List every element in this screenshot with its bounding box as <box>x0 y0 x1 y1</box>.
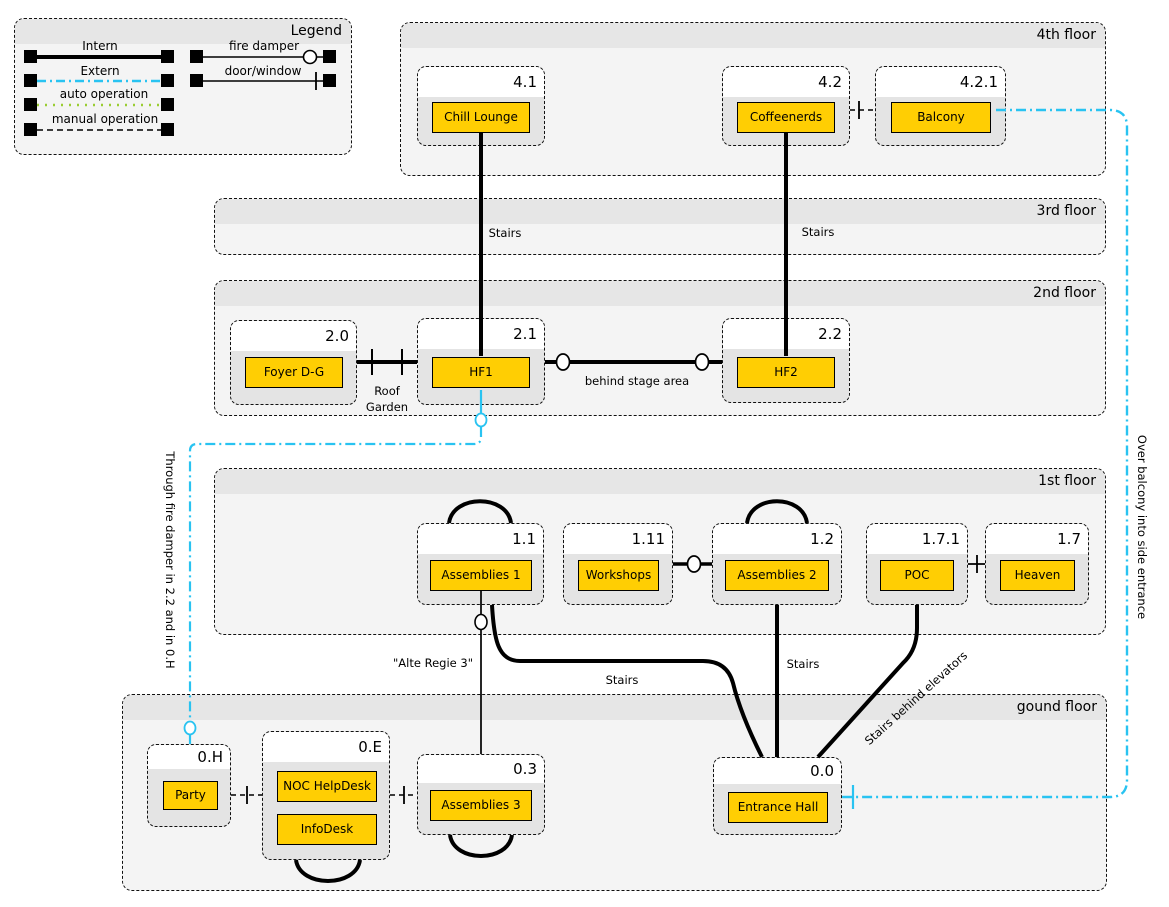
room-0-3: 0.3 Assemblies 3 <box>417 754 545 835</box>
legend-item-doorwindow: door/window <box>224 64 302 78</box>
edge-label-roof-garden: Roof Garden <box>365 384 409 414</box>
legend-title: Legend <box>15 19 351 44</box>
node-heaven: Heaven <box>1000 560 1075 591</box>
room-4-2-number: 4.2 <box>723 67 849 97</box>
node-assemblies-1: Assemblies 1 <box>430 560 532 591</box>
node-party: Party <box>163 781 218 810</box>
edge-label-stairs-4-2: Stairs <box>801 225 835 239</box>
room-1-7-1: 1.7.1 POC <box>866 523 968 605</box>
room-0-h-number: 0.H <box>148 745 230 769</box>
room-2-0: 2.0 Foyer D-G <box>230 320 357 405</box>
legend-item-extern: Extern <box>80 64 120 78</box>
node-chill-lounge: Chill Lounge <box>432 102 530 133</box>
floor-ground-label: gound floor <box>123 695 1106 720</box>
node-hf1: HF1 <box>432 357 530 388</box>
edge-label-through-fire-damper: Through fire damper in 2.2 and in 0.H <box>163 451 177 669</box>
node-noc-helpdesk: NOC HelpDesk <box>277 771 377 802</box>
floor-4-label: 4th floor <box>401 23 1105 48</box>
room-0-e: 0.E NOC HelpDesk InfoDesk <box>262 731 390 860</box>
legend-item-manual: manual operation <box>51 112 159 126</box>
edge-label-stairs-4-1: Stairs <box>488 226 522 240</box>
node-assemblies-3: Assemblies 3 <box>430 790 532 821</box>
room-4-2-1-number: 4.2.1 <box>876 67 1005 97</box>
node-balcony: Balcony <box>891 102 991 133</box>
room-0-3-number: 0.3 <box>418 755 544 783</box>
node-infodesk: InfoDesk <box>277 814 377 845</box>
edge-label-over-balcony: Over balcony into side entrance <box>1135 434 1149 620</box>
legend-item-firedamper: fire damper <box>228 39 300 53</box>
node-workshops: Workshops <box>578 560 659 591</box>
room-4-1: 4.1 Chill Lounge <box>417 66 545 146</box>
room-1-11-number: 1.11 <box>564 524 672 554</box>
room-1-7-number: 1.7 <box>986 524 1088 554</box>
edge-label-stairs-1-1: Stairs <box>605 673 639 687</box>
node-assemblies-2: Assemblies 2 <box>725 560 829 591</box>
floor-3-label: 3rd floor <box>215 199 1105 224</box>
room-0-h: 0.H Party <box>147 744 231 827</box>
room-1-7: 1.7 Heaven <box>985 523 1089 605</box>
room-0-0: 0.0 Entrance Hall <box>713 757 842 835</box>
room-1-1-number: 1.1 <box>418 524 543 554</box>
room-2-2: 2.2 HF2 <box>722 318 850 403</box>
edge-label-behind-stage-area: behind stage area <box>584 374 690 388</box>
room-1-7-1-number: 1.7.1 <box>867 524 967 554</box>
legend-box: Legend <box>14 18 352 155</box>
room-0-0-number: 0.0 <box>714 758 841 784</box>
node-entrance-hall: Entrance Hall <box>728 792 828 823</box>
room-1-1: 1.1 Assemblies 1 <box>417 523 544 605</box>
room-2-0-number: 2.0 <box>231 321 356 351</box>
edge-label-stairs-1-2: Stairs <box>786 657 820 671</box>
floor-2-label: 2nd floor <box>215 281 1105 306</box>
legend-item-auto: auto operation <box>59 87 149 101</box>
room-2-1-number: 2.1 <box>418 319 544 349</box>
room-4-2: 4.2 Coffeenerds <box>722 66 850 146</box>
room-2-1: 2.1 HF1 <box>417 318 545 405</box>
node-coffeenerds: Coffeenerds <box>737 102 835 133</box>
room-4-2-1: 4.2.1 Balcony <box>875 66 1006 146</box>
room-1-11: 1.11 Workshops <box>563 523 673 605</box>
room-0-e-number: 0.E <box>263 732 389 762</box>
room-2-2-number: 2.2 <box>723 319 849 349</box>
edge-label-alte-regie-3: "Alte Regie 3" <box>393 656 473 670</box>
room-1-2: 1.2 Assemblies 2 <box>712 523 842 605</box>
node-foyer-d-g: Foyer D-G <box>245 357 343 388</box>
floor-1-label: 1st floor <box>215 469 1105 494</box>
floor-3: 3rd floor <box>214 198 1106 255</box>
node-hf2: HF2 <box>737 357 835 388</box>
node-poc: POC <box>880 560 954 591</box>
room-4-1-number: 4.1 <box>418 67 544 97</box>
legend-item-intern: Intern <box>82 39 118 53</box>
room-1-2-number: 1.2 <box>713 524 841 554</box>
